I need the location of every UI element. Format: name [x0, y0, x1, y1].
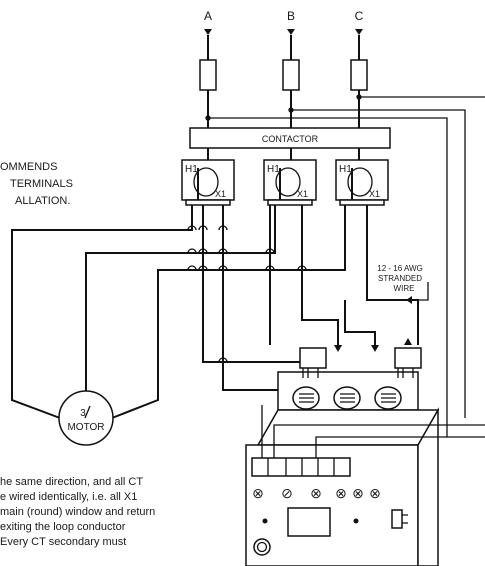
indicator-led-right [353, 518, 359, 524]
ct-b-h1-label: H1 [267, 164, 280, 175]
phase-label-b: B [287, 9, 295, 23]
connector-block [251, 457, 351, 477]
current-transformer-b [263, 159, 317, 206]
ct-a-x1-label: X1 [215, 189, 226, 199]
display-window [287, 507, 331, 537]
fuse-b [282, 59, 300, 91]
terminal-4: ⊗ [335, 485, 347, 501]
motor-leads [11, 205, 346, 419]
wire-note-pointer [412, 282, 429, 301]
control-taps [205, 94, 485, 438]
wire-note-box [368, 262, 430, 298]
terminal-1: ⊗ [252, 485, 264, 501]
wire-note-line-3: WIRE [394, 284, 415, 293]
phase-label-c: C [355, 9, 364, 23]
current-transformer-c [335, 159, 389, 206]
current-window-1 [292, 386, 320, 410]
ct-c-h1-label: H1 [339, 164, 352, 175]
connector-leads [261, 405, 485, 458]
fuse-a [199, 59, 217, 91]
motor [58, 390, 114, 446]
motor-phase-symbol: 3 [80, 408, 86, 419]
fuse-c [350, 59, 368, 91]
phase-label-a: A [204, 9, 212, 23]
left-note-line-3: ALLATION. [15, 195, 70, 207]
ct-c-x1-label: X1 [369, 189, 380, 199]
bottom-note-line-3: main (round) window and return [0, 506, 155, 518]
terminal-3: ⊗ [310, 485, 322, 501]
indicator-led-left [262, 518, 268, 524]
left-note-line-1: OMMENDS [0, 161, 57, 173]
bottom-note-line-4: exiting the loop conductor [0, 521, 126, 533]
wire-crossings [187, 225, 307, 363]
terminal-6: ⊗ [369, 485, 381, 501]
wire-note-line-1: 12 - 16 AWG [377, 264, 423, 273]
reset-knob [253, 538, 271, 556]
left-note-line-2: TERMINALS [10, 178, 73, 190]
current-window-2 [333, 386, 361, 410]
terminal-2: ⊘ [281, 485, 293, 501]
bottom-note-line-2: e wired identically, i.e. all X1 [0, 491, 137, 503]
phase-symbol-slash [84, 405, 91, 419]
contactor-label: CONTACTOR [262, 134, 319, 144]
current-transformer-a [181, 159, 235, 206]
bottom-note-line-1: he same direction, and all CT [0, 476, 143, 488]
wire-note-line-2: STRANDED [378, 274, 422, 283]
ct-a-h1-label: H1 [185, 164, 198, 175]
current-window-3 [374, 386, 402, 410]
phase-arrows [204, 29, 363, 35]
motor-label: MOTOR [67, 422, 104, 433]
bottom-note-line-5: Every CT secondary must [0, 536, 126, 548]
side-connector [391, 509, 408, 529]
ct-b-x1-label: X1 [297, 189, 308, 199]
terminal-5: ⊗ [352, 485, 364, 501]
